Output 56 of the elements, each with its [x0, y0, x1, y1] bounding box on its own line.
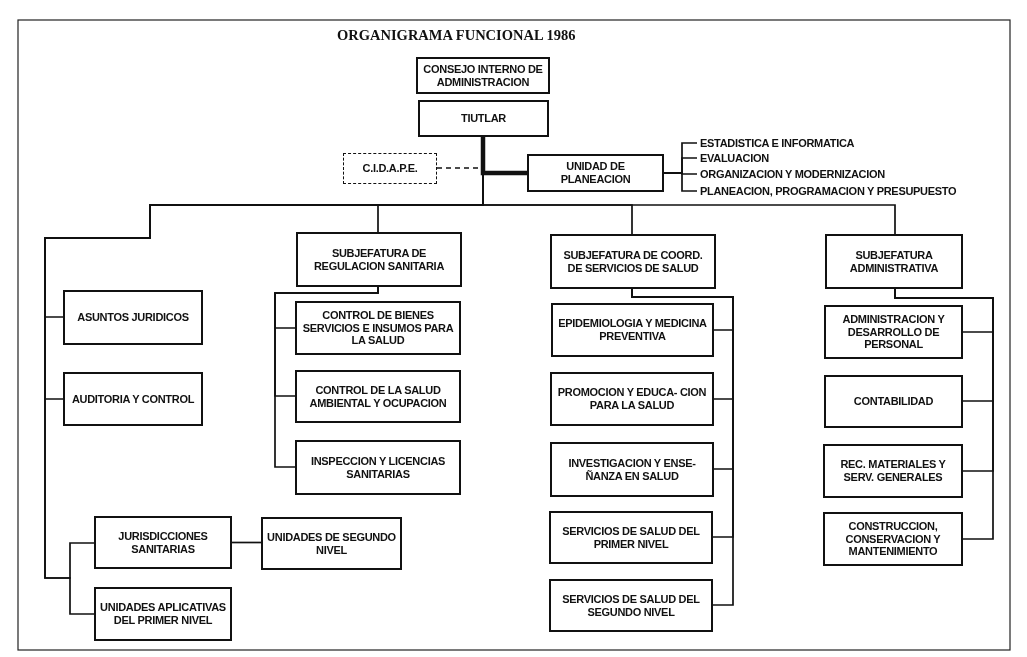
- org-box: [295, 370, 461, 423]
- box-label: ASUNTOS JURIDICOS: [76, 311, 190, 324]
- org-box: [549, 511, 713, 564]
- org-box: [823, 512, 963, 566]
- connector-line: [663, 172, 698, 192]
- org-box: [550, 234, 716, 289]
- box-label: SERVICIOS DE SALUD DEL SEGUNDO NIVEL: [561, 592, 701, 619]
- box-label: UNIDADES APLICATIVAS DEL PRIMER NIVEL: [99, 601, 227, 627]
- box-label: CONTABILIDAD: [852, 395, 935, 408]
- box-label: SUBJEFATURA DE REGULACION SANITARIA: [312, 246, 446, 273]
- function-label: EVALUACION: [697, 151, 997, 166]
- org-box: [527, 154, 664, 192]
- org-box: [416, 57, 550, 94]
- box-label: ADMINISTRACION Y DESARROLLO DE PERSONAL: [841, 313, 946, 351]
- function-label: ORGANIZACION Y MODERNIZACION: [697, 167, 997, 182]
- box-label: CONSEJO INTERNO DE ADMINISTRACION: [422, 62, 544, 89]
- box-label: INVESTIGACION Y ENSE- ÑANZA EN SALUD: [567, 456, 697, 483]
- org-box: [418, 100, 549, 137]
- box-label: SUBJEFATURA DE COORD. DE SERVICIOS DE SALUD: [562, 248, 704, 275]
- org-box: [549, 579, 713, 632]
- box-label: REC. MATERIALES Y SERV. GENERALES: [839, 458, 947, 484]
- org-box: [295, 301, 461, 355]
- org-box: [550, 372, 714, 426]
- dashed-org-box: [343, 153, 437, 184]
- org-box: [825, 234, 963, 289]
- org-box: [94, 587, 232, 641]
- box-label: C.I.D.A.P.E.: [361, 162, 419, 175]
- box-label: SERVICIOS DE SALUD DEL PRIMER NIVEL: [561, 524, 701, 551]
- org-box: [261, 517, 402, 570]
- org-box: [63, 372, 203, 426]
- connector-line: [231, 541, 262, 544]
- box-label: SUBJEFATURA ADMINISTRATIVA: [848, 248, 940, 275]
- box-label: INSPECCION Y LICENCIAS SANITARIAS: [309, 454, 447, 481]
- box-label: EPIDEMIOLOGIA Y MEDICINA PREVENTIVA: [557, 317, 708, 343]
- org-box: [63, 290, 203, 345]
- box-label: JURISDICCIONES SANITARIAS: [117, 529, 209, 556]
- box-label: CONSTRUCCION, CONSERVACION Y MANTENIMIENTO: [844, 520, 942, 558]
- chart-title: ORGANIGRAMA FUNCIONAL 1986: [337, 27, 576, 44]
- function-label: ESTADISTICA E INFORMATICA: [697, 136, 997, 151]
- org-box: [824, 305, 963, 359]
- function-label: PLANEACION, PROGRAMACION Y PRESUPUESTO: [697, 184, 1007, 199]
- org-box: [295, 440, 461, 495]
- box-label: TIUTLAR: [460, 112, 507, 125]
- box-label: PROMOCION Y EDUCA- CION PARA LA SALUD: [556, 386, 708, 412]
- org-box: [824, 375, 963, 428]
- org-box: [94, 516, 232, 569]
- org-box: [296, 232, 462, 287]
- box-label: AUDITORIA Y CONTROL: [70, 392, 196, 406]
- org-box: [551, 303, 714, 357]
- org-box: [823, 444, 963, 498]
- box-label: UNIDAD DE PLANEACION: [559, 160, 632, 186]
- org-box: [550, 442, 714, 497]
- box-label: CONTROL DE LA SALUD AMBIENTAL Y OCUPACION: [308, 383, 448, 410]
- box-label: UNIDADES DE SEGUNDO NIVEL: [266, 530, 397, 557]
- box-label: CONTROL DE BIENES SERVICIOS E INSUMOS PARA LA SALUD: [301, 309, 455, 347]
- connector-line: [480, 137, 527, 176]
